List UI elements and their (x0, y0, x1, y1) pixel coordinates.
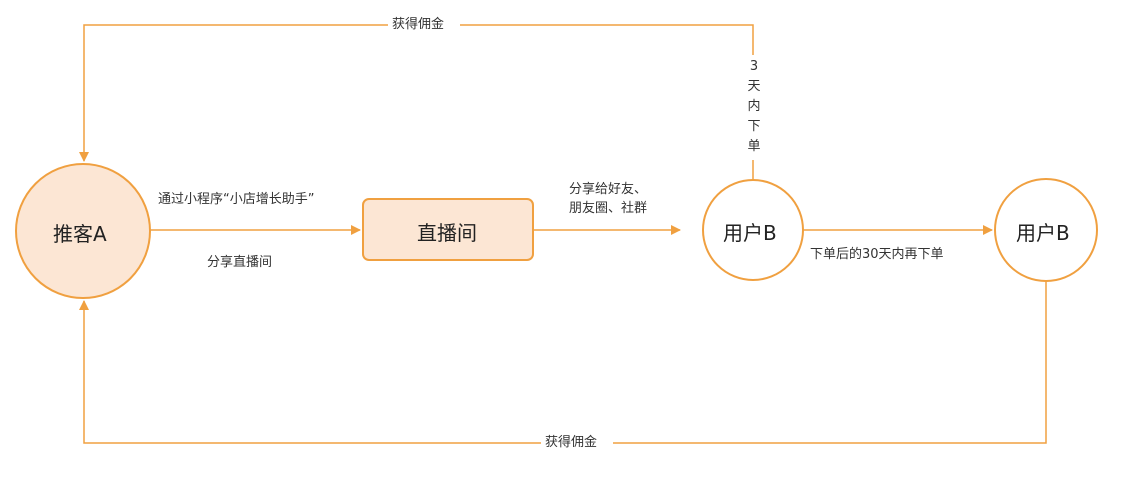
vert-char-5: 单 (747, 139, 761, 154)
vert-char-1: 3 (749, 59, 759, 74)
edge-top-commission (79, 24, 754, 181)
top-label-bg (388, 16, 460, 34)
vert-char-3: 内 (747, 99, 761, 114)
top-commission-label: 获得佣金 (392, 17, 445, 32)
referrer-label: 推客A (53, 222, 107, 246)
referrer-node (15, 163, 151, 299)
bottom-commission-label: 获得佣金 (545, 435, 598, 450)
user-b1-label: 用户B (723, 221, 777, 245)
edge-bottom-commission (79, 281, 1047, 444)
order-within-days-label: 3 天 内 下 单 (746, 57, 762, 157)
vert-char-2: 天 (747, 79, 761, 94)
bottom-label-bg (541, 434, 613, 452)
vert-char-4: 下 (747, 119, 761, 134)
live-room-label: 直播间 (417, 221, 477, 245)
mini-program-label: 通过小程序“小店增长助手” (158, 192, 315, 207)
share-live-label: 分享直播间 (207, 255, 273, 270)
repeat-order-label: 下单后的30天内再下单 (810, 247, 944, 262)
user-b2-label: 用户B (1016, 221, 1070, 245)
vertical-label-bg (744, 55, 764, 160)
share-friends-line1: 分享给好友、 (569, 182, 648, 197)
share-friends-line2: 朋友圈、社群 (569, 201, 648, 216)
